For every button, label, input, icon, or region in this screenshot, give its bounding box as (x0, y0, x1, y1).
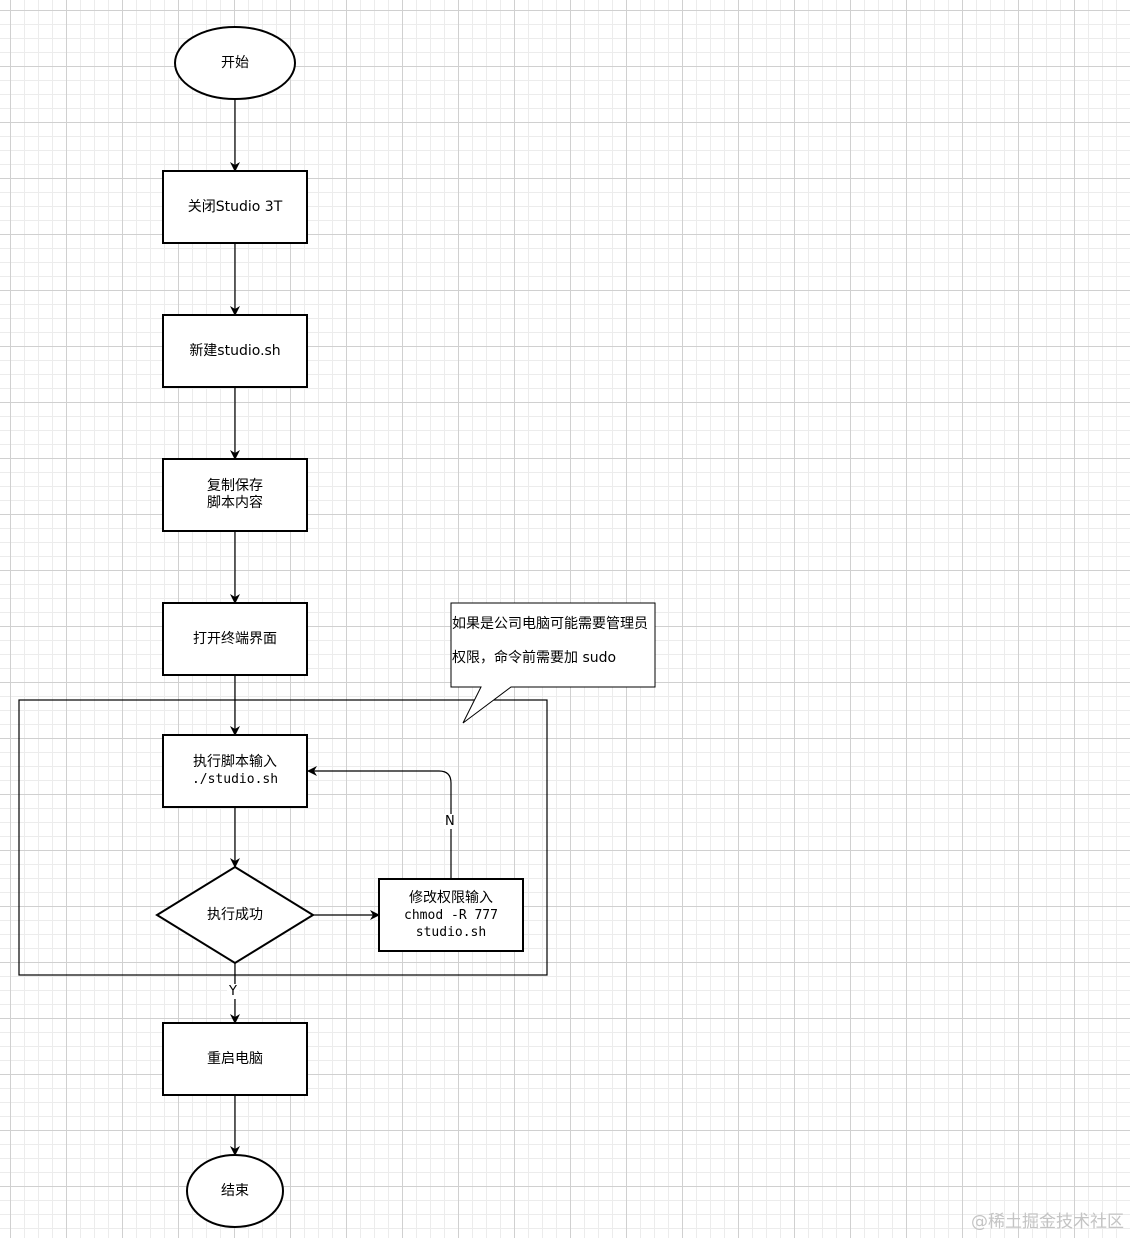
run-script-node (162, 734, 308, 808)
chmod-label: 修改权限输入 chmod -R 777 studio.sh (379, 879, 523, 951)
open-terminal-node (162, 602, 308, 676)
decision-label: 执行成功 (207, 906, 263, 923)
edge-label-no: N (443, 814, 457, 829)
copy-save-label: 复制保存 脚本内容 (207, 478, 263, 511)
watermark-text: @稀土掘金技术社区 (971, 1212, 1124, 1232)
decision-node (155, 865, 315, 965)
end-node (186, 1154, 284, 1228)
chmod-label-line1: 修改权限输入 (409, 889, 493, 906)
run-script-label-line1: 执行脚本输入 (193, 754, 277, 770)
start-label: 开始 (221, 54, 249, 71)
callout-note-text: 如果是公司电脑可能需要管理员 权限，命令前需要加 sudo (452, 614, 648, 668)
new-script-label: 新建studio.sh (189, 342, 281, 359)
reboot-label: 重启电脑 (207, 1050, 263, 1067)
close-app-label: 关闭Studio 3T (187, 198, 283, 215)
run-script-label: 执行脚本输入 ./studio.sh (163, 735, 307, 807)
edge-label-yes: Y (227, 984, 239, 999)
callout-note-line1: 如果是公司电脑可能需要管理员 (452, 616, 648, 632)
callout-note-shape (450, 602, 656, 724)
copy-save-node (162, 458, 308, 532)
callout-note-line2: 权限，命令前需要加 sudo (452, 650, 617, 666)
loop-group-container (18, 699, 548, 976)
chmod-label-line3: studio.sh (415, 924, 487, 940)
close-app-node (162, 170, 308, 244)
chmod-label-line2: chmod -R 777 (404, 907, 498, 923)
run-script-label-line2: ./studio.sh (191, 772, 279, 787)
reboot-node (162, 1022, 308, 1096)
edge-chmod-back-to-run (307, 766, 452, 879)
open-terminal-label: 打开终端界面 (193, 630, 277, 647)
new-script-node (162, 314, 308, 388)
start-node (174, 26, 296, 100)
chmod-node (378, 878, 524, 952)
end-label: 结束 (221, 1182, 249, 1199)
